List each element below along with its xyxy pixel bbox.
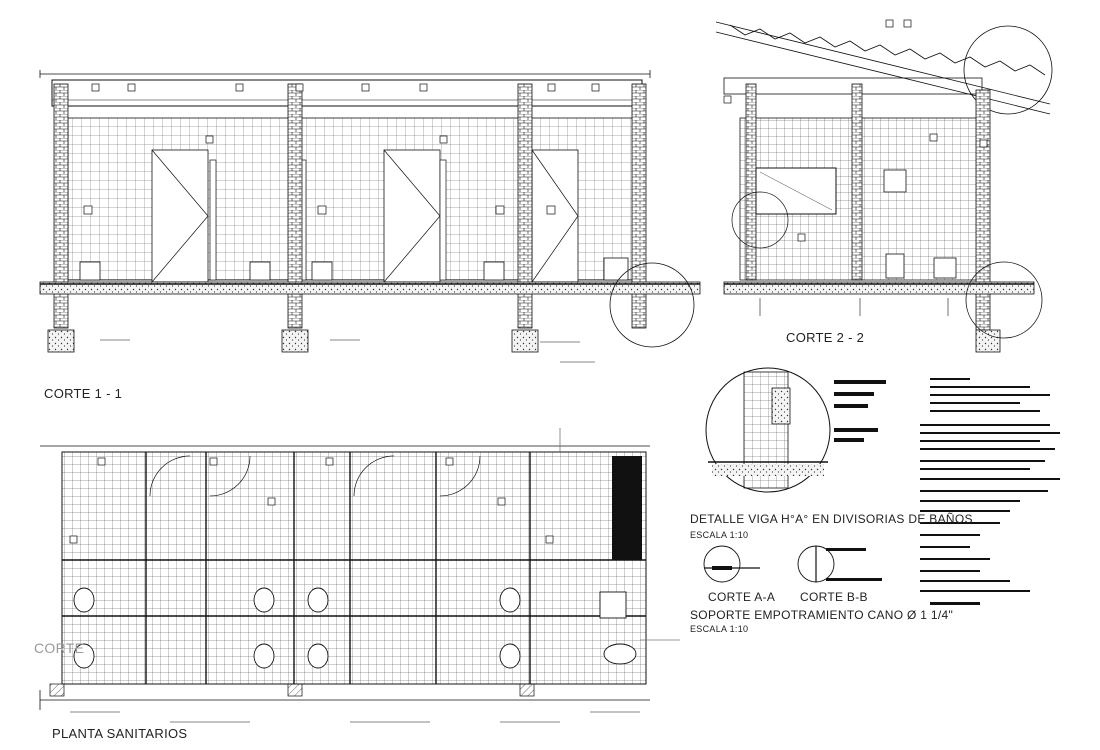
elevation-2-2 [715, 19, 1053, 353]
support-title: SOPORTE EMPOTRAMIENTO CANO Ø 1 1/4" [690, 608, 954, 622]
plan-title: PLANTA SANITARIOS [52, 726, 188, 741]
elevation-2-title: CORTE 2 - 2 [786, 330, 865, 345]
general-notes [920, 378, 1060, 605]
section-details [703, 545, 882, 583]
section-cut-label: CORTE [34, 640, 85, 656]
detail-scale: ESCALA 1:10 [690, 530, 749, 540]
detail-title: DETALLE VIGA H°A° EN DIVISORIAS DE BAÑOS [690, 512, 973, 526]
section-b-label: CORTE B-B [800, 590, 868, 604]
plan-sanitarios [39, 428, 680, 723]
elevation-1-title: CORTE 1 - 1 [44, 386, 123, 401]
support-scale: ESCALA 1:10 [690, 624, 749, 634]
elevation-1-1 [39, 70, 701, 363]
section-a-label: CORTE A-A [708, 590, 776, 604]
detail-viga [705, 367, 886, 493]
